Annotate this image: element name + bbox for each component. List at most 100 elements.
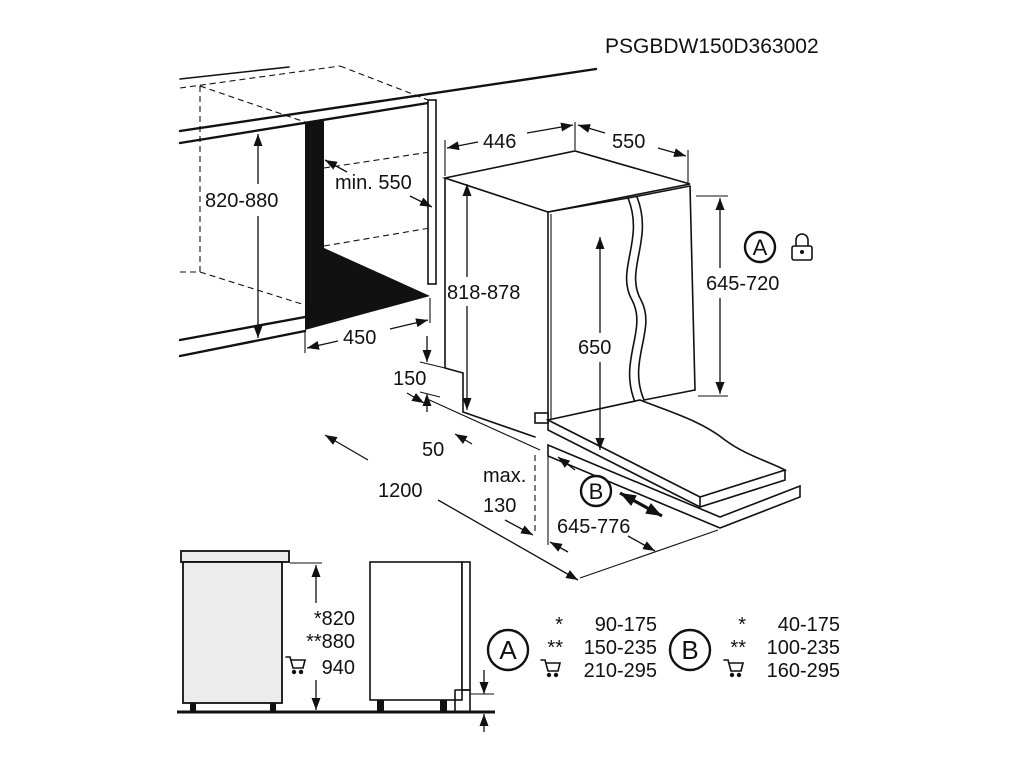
- height-label-cart: 940: [322, 657, 355, 679]
- rear-outline: [323, 151, 431, 169]
- marker-letter: A: [499, 635, 517, 665]
- dimension-arrow: [557, 456, 576, 471]
- dimension-door-height: 645-720: [696, 195, 779, 397]
- dimension-door-travel: 645-776: [557, 456, 656, 552]
- countertop: [180, 550, 290, 563]
- cart-wheel: [546, 672, 552, 678]
- appliance-front-top: [547, 197, 629, 213]
- floor-edge: [178, 329, 307, 358]
- marker-b-top: B: [579, 474, 613, 508]
- cabinet-foot: [190, 703, 196, 711]
- height-label-double: **880: [306, 631, 355, 653]
- appliance-body: [369, 561, 463, 701]
- cart-icon: [723, 659, 745, 678]
- dimension-line: [446, 141, 479, 151]
- hose-length-label: 1200: [378, 480, 423, 502]
- cart-icon: [285, 656, 307, 675]
- min-depth-label: min. 550: [335, 172, 412, 194]
- dimension-arrow: [504, 519, 534, 536]
- rear-outline: [323, 227, 431, 247]
- plinth-height-label: 150: [393, 368, 426, 390]
- dimension-max-130: max. 130: [483, 455, 569, 553]
- cart-icon: [540, 659, 562, 678]
- countertop-bottom-edge: [178, 101, 430, 145]
- appliance-door: [461, 561, 471, 691]
- door-bottom-edge: [643, 389, 696, 401]
- upper-edge: [179, 66, 290, 80]
- lowered-door-panel: [545, 399, 788, 498]
- rear-outline: [179, 65, 341, 89]
- dimension-line: [324, 434, 369, 461]
- cart-basket: [540, 659, 562, 672]
- marker-letter: B: [681, 635, 698, 665]
- adjustment-table-a: A * 90-175 ** 150-235 210-295: [486, 614, 657, 682]
- lowered-door-thickness: [547, 419, 786, 508]
- dimension-width: 446: [444, 122, 576, 176]
- dimension-total-height: *820 **880 940: [285, 562, 355, 710]
- door-cut-edge: [625, 197, 638, 403]
- countertop-top-edge: [178, 67, 598, 133]
- door-height-label: 645-720: [706, 273, 779, 295]
- extension-line: [579, 529, 719, 579]
- dimension-line: [437, 499, 579, 581]
- cart-wheel: [729, 672, 735, 678]
- dimension-line: [306, 340, 339, 350]
- appliance-foot: [440, 700, 447, 711]
- cart-wheel: [553, 672, 559, 678]
- door-cut-edge: [634, 196, 647, 401]
- marker-a-top: A: [743, 230, 777, 264]
- cart-wheel: [298, 669, 304, 675]
- dimension-hose-length: 1200: [324, 434, 719, 581]
- depth-label: 550: [612, 131, 645, 153]
- side-view-appliance: [369, 561, 494, 732]
- plinth-offset-label: 50: [422, 439, 444, 461]
- dimension-inner-height: 650: [578, 237, 611, 450]
- marker-ring: [486, 628, 530, 672]
- appliance-plinth: [454, 689, 471, 712]
- marker-ring: [668, 628, 712, 672]
- door-travel-arrow: [619, 491, 663, 518]
- side-view-cabinet: [180, 550, 290, 711]
- extension-line: [424, 397, 541, 451]
- plinth-step: [444, 367, 464, 374]
- row-key: *: [738, 614, 746, 636]
- appliance-bottom-edge: [462, 411, 536, 438]
- row-value: 210-295: [584, 660, 657, 682]
- inner-height-label: 650: [578, 337, 611, 359]
- dimension-line: [389, 318, 429, 330]
- marker-ring: [743, 230, 777, 264]
- dimension-cabinet-height: 820-880: [205, 134, 278, 338]
- row-key: **: [730, 637, 746, 659]
- row-value: 150-235: [584, 637, 657, 659]
- rear-outline: [199, 271, 306, 306]
- row-value: 90-175: [595, 614, 657, 636]
- cart-wheel: [736, 672, 742, 678]
- max-label: max.: [483, 465, 526, 487]
- dimension-plinth-height: 150: [393, 336, 446, 412]
- dimension-arrow: [409, 195, 433, 208]
- height-label-single: *820: [314, 608, 355, 630]
- cabinet-side-panel: [427, 99, 437, 285]
- lock-keyhole: [800, 250, 804, 254]
- row-value: 40-175: [778, 614, 840, 636]
- appliance-height-label: 818-878: [447, 282, 520, 304]
- row-key: **: [547, 637, 563, 659]
- dimension-niche-width: 450: [304, 298, 431, 353]
- dimension-arrow: [627, 535, 656, 552]
- row-value: 100-235: [767, 637, 840, 659]
- lock-icon: [791, 233, 813, 261]
- width-label: 446: [483, 131, 516, 153]
- niche-side-wall: [305, 120, 430, 330]
- rear-outline: [199, 85, 306, 123]
- max-value-label: 130: [483, 495, 516, 517]
- cabinet-foot: [270, 703, 276, 711]
- door-right-edge: [689, 185, 696, 391]
- dimension-appliance-height: 818-878: [447, 184, 520, 410]
- marker-letter: B: [589, 479, 604, 504]
- dimension-arrow: [454, 433, 473, 445]
- adjustment-table-b: B * 40-175 ** 100-235 160-295: [668, 614, 840, 682]
- cart-basket: [285, 656, 307, 669]
- dimension-depth: 550: [577, 124, 689, 183]
- row-value: 160-295: [767, 660, 840, 682]
